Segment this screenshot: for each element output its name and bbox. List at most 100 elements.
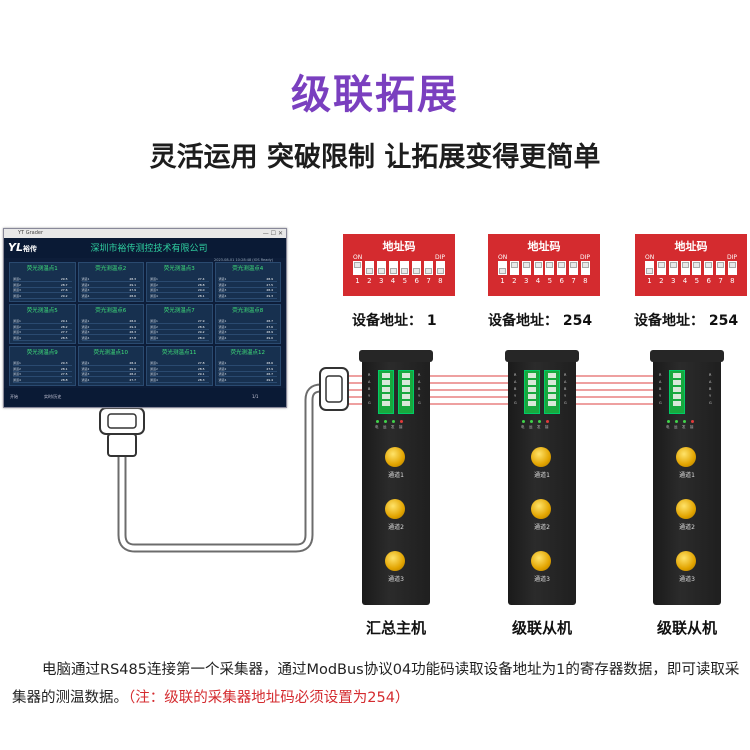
dip-number: 7 bbox=[426, 277, 431, 285]
software-header: YL裕传 深圳市裕传测控技术有限公司 2023-08-01 10:28:48 (… bbox=[4, 238, 286, 262]
dip-switch[interactable] bbox=[569, 261, 579, 275]
row-label: 通道1 bbox=[218, 319, 227, 323]
dip-switch[interactable] bbox=[645, 261, 654, 275]
device-address-1: 设备地址： 1 bbox=[352, 313, 437, 329]
dip-switch-knob bbox=[705, 262, 713, 268]
dip-number: 6 bbox=[414, 277, 419, 285]
row-value: 28.3 bbox=[129, 330, 136, 334]
row-value: 28.4 bbox=[129, 361, 136, 365]
dip-number: 1 bbox=[500, 277, 505, 285]
device-address-2: 设备地址： 254 bbox=[488, 313, 593, 329]
dip-switch[interactable] bbox=[412, 261, 422, 275]
dip-switch-knob bbox=[499, 268, 506, 274]
status-leds: 电运发接 bbox=[521, 420, 562, 434]
row-label: 通道2 bbox=[218, 324, 227, 329]
dip-switches[interactable] bbox=[645, 261, 737, 275]
cell-title: 荧光测温点1 bbox=[26, 266, 58, 272]
row-label: 通道1 bbox=[81, 277, 90, 281]
dip-switch[interactable] bbox=[388, 261, 398, 275]
footer-mode[interactable]: 实时/历史 bbox=[44, 394, 62, 399]
row-label: 通道3 bbox=[150, 288, 158, 292]
row-label: 通道4 bbox=[13, 335, 21, 340]
dip-switch-knob bbox=[657, 262, 665, 268]
footer-page[interactable]: 1/1 bbox=[252, 394, 259, 399]
row-value: 27.4 bbox=[197, 277, 205, 281]
dip-switch[interactable] bbox=[509, 261, 519, 275]
row-value: 27.9 bbox=[129, 288, 136, 292]
terminal-block bbox=[669, 370, 685, 414]
dip-switch[interactable] bbox=[680, 261, 690, 275]
dip-switch-knob bbox=[681, 262, 689, 268]
status-led bbox=[376, 420, 379, 423]
dip-switch[interactable] bbox=[533, 261, 543, 275]
cell-title: 荧光测温点7 bbox=[163, 308, 195, 314]
row-value: 29.0 bbox=[266, 335, 273, 340]
row-label: 通道1 bbox=[81, 361, 90, 365]
dip-switch[interactable] bbox=[580, 261, 590, 275]
dip-number: 5 bbox=[402, 277, 408, 285]
db9-connector-right bbox=[319, 367, 349, 411]
status-led-label: 运 bbox=[674, 425, 678, 429]
row-label: 通道1 bbox=[81, 319, 90, 323]
status-led bbox=[522, 420, 525, 423]
dip-switch[interactable] bbox=[727, 261, 737, 275]
dip-switch-knob bbox=[510, 262, 518, 268]
row-value: 27.6 bbox=[266, 324, 273, 329]
terminal-block bbox=[544, 370, 560, 414]
footer-start-button[interactable]: 开始 bbox=[10, 394, 18, 399]
dip-switch[interactable] bbox=[353, 261, 362, 275]
row-label: 通道4 bbox=[218, 335, 227, 340]
dip-switch[interactable] bbox=[435, 261, 445, 275]
row-value: 28.9 bbox=[266, 330, 273, 334]
row-label: 通道3 bbox=[81, 288, 90, 292]
dip-switches[interactable] bbox=[498, 261, 590, 275]
row-value: 28.5 bbox=[60, 335, 68, 340]
dip-switch[interactable] bbox=[692, 261, 702, 275]
dip-switch[interactable] bbox=[424, 261, 434, 275]
dip-number: 5 bbox=[694, 277, 700, 285]
row-value: 29.1 bbox=[60, 319, 68, 323]
dip-switches[interactable] bbox=[353, 261, 445, 275]
dip-switch[interactable] bbox=[704, 261, 714, 275]
dip-switch[interactable] bbox=[545, 261, 555, 275]
channel-label: 通道1 bbox=[679, 472, 695, 479]
dip-switch[interactable] bbox=[656, 261, 666, 275]
row-value: 28.7 bbox=[266, 372, 273, 376]
dip-switch[interactable] bbox=[498, 261, 507, 275]
dip-switch[interactable] bbox=[668, 261, 678, 275]
cell-row: 通道2 27.6 bbox=[218, 324, 277, 330]
status-leds: 电运发接 bbox=[375, 420, 416, 434]
dip-switch[interactable] bbox=[521, 261, 531, 275]
row-label: 通道1 bbox=[218, 277, 227, 281]
dip-switch-knob bbox=[646, 268, 653, 274]
dip-switch[interactable] bbox=[557, 261, 567, 275]
window-controls[interactable]: — ☐ ✕ bbox=[262, 230, 283, 237]
dip-switch[interactable] bbox=[376, 261, 386, 275]
dip-switch[interactable] bbox=[716, 261, 726, 275]
dip-switch[interactable] bbox=[364, 261, 374, 275]
status-led-label: 接 bbox=[545, 425, 549, 429]
row-label: 通道4 bbox=[150, 335, 158, 340]
dip-number: 1 bbox=[647, 277, 652, 285]
dip-switch-knob bbox=[389, 268, 397, 274]
dip-switch[interactable] bbox=[400, 261, 410, 275]
dip-switch-knob bbox=[581, 262, 589, 268]
dip-switch-knob bbox=[425, 268, 433, 274]
row-label: 通道4 bbox=[81, 293, 90, 298]
row-value: 29.3 bbox=[266, 293, 273, 298]
